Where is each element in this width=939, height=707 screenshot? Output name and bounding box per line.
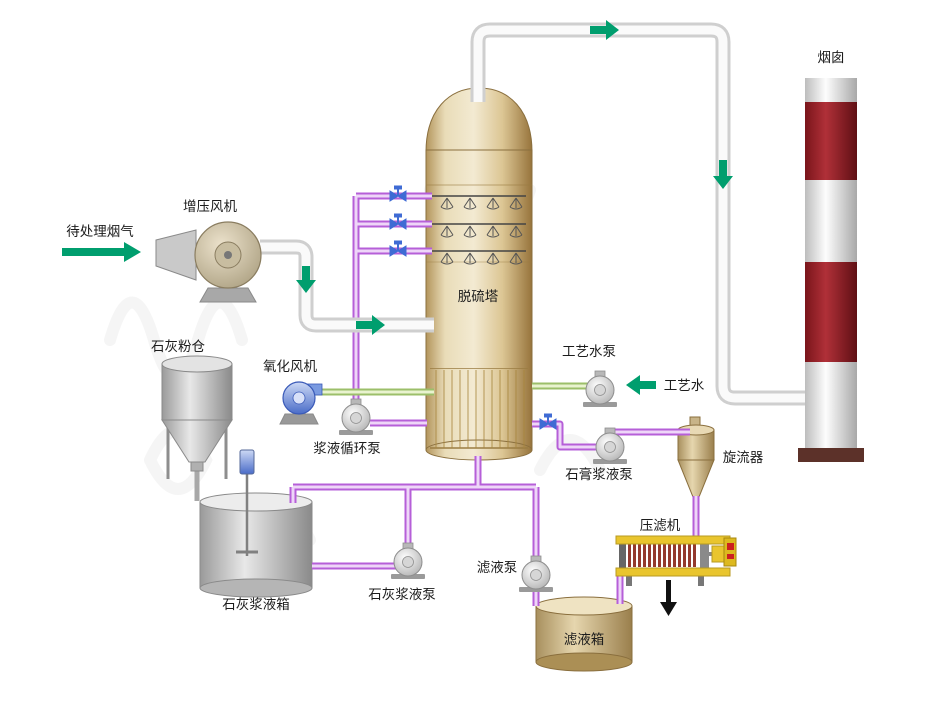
label-lime-silo: 石灰粉仓 [151, 339, 205, 355]
filter-press [615, 535, 737, 586]
filtrate-tank [535, 596, 633, 672]
filter-press-frame [615, 535, 731, 577]
label-tower: 脱硫塔 [458, 289, 499, 305]
filter-press-plates [628, 543, 696, 567]
lime-powder-silo [161, 355, 233, 501]
duct-arrow-top-right [590, 20, 619, 40]
flue-gas-inlet-arrow [62, 242, 141, 262]
label-filter-press: 压滤机 [640, 518, 681, 534]
label-cyclone: 旋流器 [723, 450, 764, 466]
desulfurization-tower [425, 87, 533, 461]
filtrate-pump [518, 555, 554, 593]
label-booster-fan: 增压风机 [183, 199, 237, 215]
label-flue-gas: 待处理烟气 [66, 224, 134, 240]
flue-gas-duct [260, 247, 434, 325]
duct-arrow-down [296, 266, 316, 293]
lime-slurry-pump [390, 542, 426, 580]
label-lime-slurry-pump: 石灰浆液泵 [368, 587, 436, 603]
process-water-pump [582, 370, 618, 408]
flow-arrows [62, 20, 733, 395]
label-filtrate-pump: 滤液泵 [477, 560, 518, 576]
label-chimney: 烟囱 [818, 50, 845, 66]
lime-slurry-tank [199, 449, 313, 598]
duct-arrow-right [356, 315, 385, 335]
label-circulation-pump: 浆液循环泵 [313, 441, 381, 457]
label-process-water: 工艺水 [664, 378, 705, 394]
label-oxidation-fan: 氧化风机 [263, 359, 317, 375]
agitator-icon [236, 449, 258, 556]
label-gypsum-pump: 石膏浆液泵 [565, 466, 633, 483]
process-water-arrow [626, 375, 656, 395]
gypsum-discharge-arrow [660, 580, 677, 616]
booster-fan [155, 221, 262, 303]
label-lime-slurry-tank: 石灰浆液箱 [222, 597, 290, 613]
spray-headers [432, 195, 526, 252]
filter-press-control-box [723, 537, 737, 567]
label-process-water-pump: 工艺水泵 [562, 344, 616, 360]
duct-arrow-to-chimney [713, 160, 733, 189]
circulation-pump [338, 398, 374, 436]
tower-packing-internals [430, 368, 528, 449]
label-filtrate-tank: 滤液箱 [564, 632, 605, 648]
oxidation-fan [279, 381, 323, 425]
chimney [798, 78, 864, 462]
gas-ducts-core [260, 30, 810, 398]
